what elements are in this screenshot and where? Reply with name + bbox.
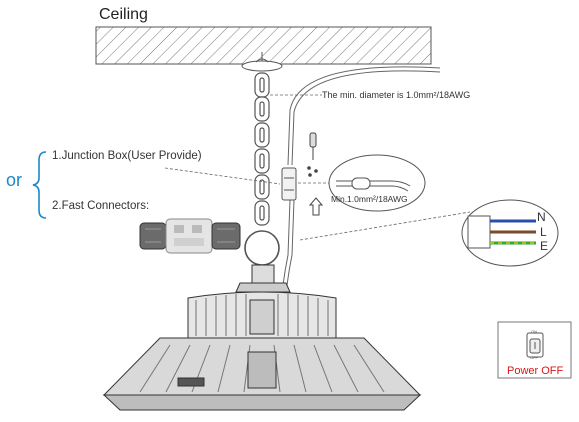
fast-connector <box>139 218 241 254</box>
wire-n-label: N <box>537 210 546 224</box>
switch-off-label: OFF <box>530 355 538 360</box>
leader-lines <box>164 94 471 241</box>
option-junction-box-label: 1.Junction Box(User Provide) <box>52 150 202 162</box>
junction-box <box>281 167 297 201</box>
ufo-high-bay-light <box>102 264 422 411</box>
option-fast-connectors-label: 2.Fast Connectors: <box>52 200 150 212</box>
wire-l-label: L <box>540 225 547 239</box>
wire-e-label: E <box>540 239 549 253</box>
screwdriver-icon <box>307 132 318 177</box>
switch-on-label: ON <box>531 329 537 334</box>
brace <box>32 151 47 219</box>
ceiling-mount <box>241 52 283 72</box>
power-cable <box>282 66 441 286</box>
wire-detail-circle <box>328 154 426 212</box>
or-label: or <box>6 170 23 190</box>
chain <box>244 72 280 266</box>
min-wire-label: Min.1.0mm²/18AWG <box>331 194 408 204</box>
diameter-note: The min. diameter is 1.0mm²/18AWG <box>322 90 471 100</box>
power-switch-box <box>497 321 572 379</box>
nle-wire-detail <box>461 199 559 267</box>
up-arrow-icon <box>308 197 324 216</box>
ceiling-label: Ceiling <box>99 6 148 23</box>
power-off-label: Power OFF <box>507 365 564 377</box>
ceiling <box>95 26 432 65</box>
